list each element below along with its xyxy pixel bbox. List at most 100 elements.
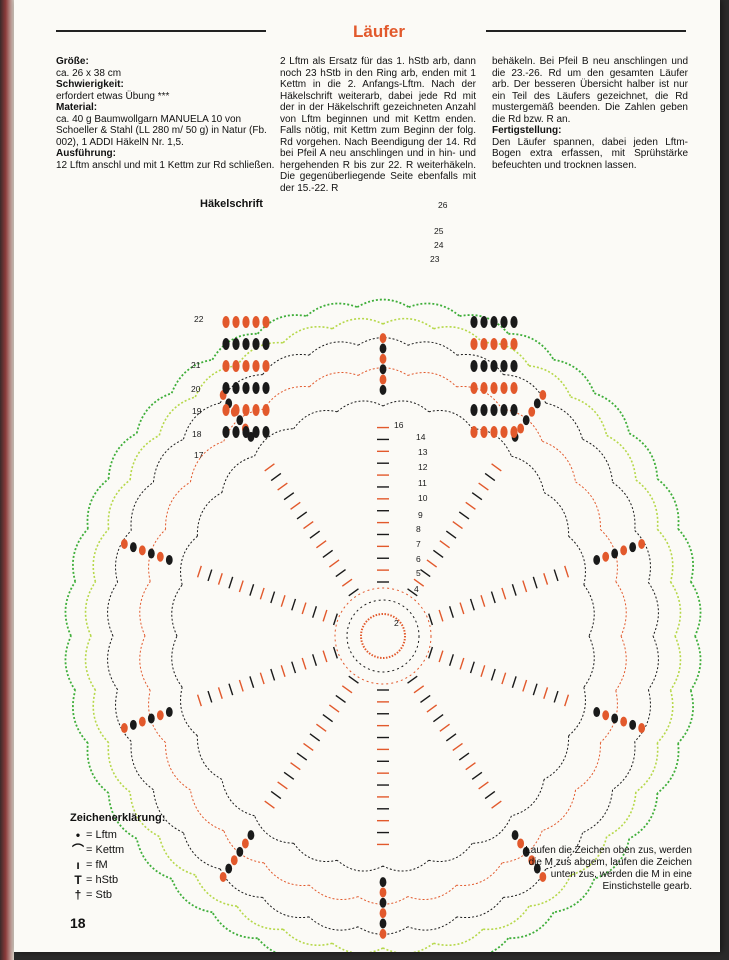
edge-scallop (635, 742, 659, 793)
stitch-mark (480, 665, 486, 677)
legend-label: = Kettm (86, 843, 125, 856)
stitch-mark (438, 650, 444, 663)
edge-scallop (170, 358, 213, 394)
stitch-mark (458, 511, 470, 520)
shell-stitch (262, 338, 270, 350)
stitch-mark (348, 675, 359, 684)
round-number: 21 (191, 360, 201, 370)
shell-stitch (232, 404, 240, 416)
shell-stitch (620, 716, 628, 727)
edge-scallop (86, 478, 110, 529)
shell-stitch (262, 360, 270, 372)
shell-stitch (500, 360, 508, 372)
shell-stitch (533, 863, 541, 874)
stitch-mark (309, 733, 321, 742)
shell-stitch (379, 374, 387, 385)
edge-scallop (677, 528, 694, 582)
header-rule-left (56, 30, 266, 32)
edge-scallop (72, 690, 89, 744)
shell-stitch (620, 545, 628, 556)
stitch-mark (283, 492, 295, 501)
stitch-mark (335, 568, 346, 578)
round-number: 8 (416, 524, 421, 534)
round-number: 17 (194, 450, 204, 460)
stitch-mark (511, 676, 517, 688)
dotted-round (612, 741, 636, 791)
shell-stitch (222, 404, 230, 416)
stitch-mark (459, 657, 465, 670)
stitch-mark (478, 482, 489, 491)
shell-stitch (510, 316, 518, 328)
stitch-mark (452, 520, 463, 530)
dotted-round (634, 689, 651, 742)
shell-stitch (470, 360, 478, 372)
stitch-mark (564, 694, 570, 707)
stitch-mark (280, 595, 286, 607)
dotted-round (542, 440, 577, 483)
shell-stitch (470, 404, 478, 416)
dotted-round (615, 581, 627, 637)
dotted-round (308, 341, 359, 356)
dotted-round (189, 440, 224, 483)
edge-scallop (628, 793, 659, 840)
edge-scallop (689, 635, 702, 691)
dotted-round (308, 916, 359, 931)
stitch-mark (264, 800, 275, 809)
stitch-mark (301, 657, 307, 670)
dotted-round (293, 842, 338, 862)
stitch-mark (332, 646, 338, 659)
stitch-mark (420, 694, 431, 704)
edge-scallop (282, 325, 333, 344)
dotted-round (262, 353, 310, 375)
dotted-round (543, 735, 570, 780)
stitch-mark (207, 690, 213, 703)
shell-stitch (510, 360, 518, 372)
stitch-mark (238, 679, 244, 692)
page-title: Läufer (353, 22, 405, 41)
dotted-round (428, 842, 473, 862)
header-rule-right (486, 30, 686, 32)
edge-scallop (194, 365, 238, 398)
dotted-round (139, 635, 151, 691)
stitch-mark (439, 723, 450, 732)
dotted-round (182, 832, 221, 870)
dotted-round (511, 779, 545, 817)
shell-stitch (480, 382, 488, 394)
stitch-mark (491, 463, 502, 472)
dotted-round (575, 481, 601, 530)
difficulty-text: erfordert etwas Übung *** (56, 90, 170, 102)
dotted-round (456, 862, 503, 886)
round-number: 14 (416, 432, 426, 442)
edge-scallop (408, 302, 461, 317)
shell-stitch (379, 353, 387, 364)
edge-scallop (211, 332, 258, 361)
shell-stitch (480, 426, 488, 438)
dotted-round (165, 481, 191, 530)
stitch-mark (490, 668, 496, 681)
stitch-mark (543, 573, 549, 585)
shell-stitch (490, 316, 498, 328)
stitch-mark (448, 654, 454, 666)
center-ring (346, 599, 420, 673)
shell-stitch (252, 426, 260, 438)
shell-stitch (539, 390, 547, 401)
round-number: 20 (191, 384, 201, 394)
edge-scallop (656, 689, 674, 744)
stitch-mark (341, 578, 353, 587)
stitch-mark (553, 690, 559, 703)
stitch-mark (426, 559, 438, 568)
stitch-mark (290, 501, 301, 510)
dotted-round (582, 789, 614, 834)
shell-stitch (262, 426, 270, 438)
stitch-mark (491, 800, 502, 809)
shell-stitch (500, 382, 508, 394)
dotted-round (647, 582, 659, 637)
legend-row-chain: • = Lftm (70, 828, 165, 842)
stitch-mark (322, 549, 334, 558)
dotted-round (107, 635, 119, 690)
dotted-round (382, 859, 430, 872)
stitch-mark (328, 559, 340, 568)
dotted-round (428, 410, 473, 430)
edge-scallop (331, 317, 384, 330)
shell-stitch (480, 338, 488, 350)
